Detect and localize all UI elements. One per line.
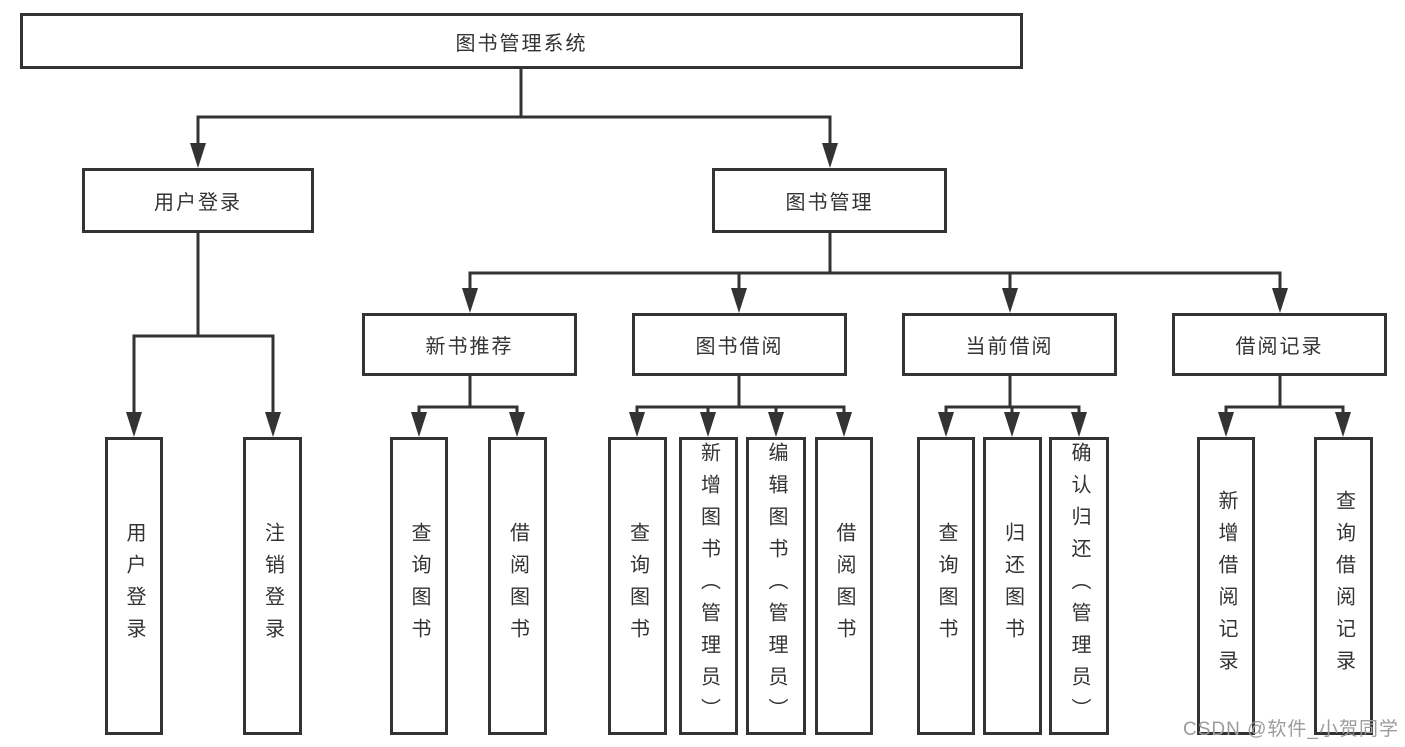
node-label: 图书管理系统 <box>455 32 588 55</box>
node-book-borrow: 图书借阅 <box>632 313 847 376</box>
leaf-label: 新增借阅记录 <box>1215 490 1237 682</box>
leaf-query-books-recommend: 查询图书 <box>390 437 448 735</box>
node-library-management-system: 图书管理系统 <box>20 13 1023 69</box>
leaf-label: 查询图书 <box>408 522 430 650</box>
leaf-add-books-admin: 新增图书（管理员） <box>679 437 738 735</box>
leaf-label: 用户登录 <box>123 522 145 650</box>
node-label: 借阅记录 <box>1235 336 1324 358</box>
leaf-label: 查询图书 <box>626 522 649 650</box>
node-borrow-records: 借阅记录 <box>1172 313 1387 376</box>
leaf-return-books: 归还图书 <box>983 437 1042 735</box>
leaf-label: 注销登录 <box>261 522 284 650</box>
node-book-management: 图书管理 <box>712 168 947 233</box>
node-user-login: 用户登录 <box>82 168 314 233</box>
leaf-query-books-borrow: 查询图书 <box>608 437 667 735</box>
leaf-query-borrow-record: 查询借阅记录 <box>1314 437 1373 735</box>
leaf-borrow-books-recommend: 借阅图书 <box>488 437 547 735</box>
leaf-borrow-books: 借阅图书 <box>815 437 873 735</box>
leaf-edit-books-admin: 编辑图书（管理员） <box>746 437 806 735</box>
node-new-book-recommend: 新书推荐 <box>362 313 577 376</box>
csdn-watermark: CSDN @软件_小贺同学 <box>1183 719 1399 740</box>
leaf-add-borrow-record: 新增借阅记录 <box>1197 437 1255 735</box>
leaf-confirm-return-admin: 确认归还（管理员） <box>1049 437 1109 735</box>
leaf-label: 借阅图书 <box>506 522 529 650</box>
node-current-borrow: 当前借阅 <box>902 313 1117 376</box>
node-label: 图书借阅 <box>695 336 784 358</box>
leaf-label: 确认归还（管理员） <box>1068 442 1090 730</box>
leaf-label: 借阅图书 <box>833 522 855 650</box>
leaf-label: 查询借阅记录 <box>1332 490 1355 682</box>
leaf-label: 编辑图书（管理员） <box>765 442 787 730</box>
leaf-user-login: 用户登录 <box>105 437 163 735</box>
node-label: 当前借阅 <box>965 336 1054 358</box>
leaf-label: 归还图书 <box>1001 522 1024 650</box>
leaf-query-books-current: 查询图书 <box>917 437 975 735</box>
leaf-label: 新增图书（管理员） <box>697 442 720 730</box>
leaf-logout: 注销登录 <box>243 437 302 735</box>
leaf-label: 查询图书 <box>935 522 957 650</box>
node-label: 图书管理 <box>785 192 874 214</box>
node-label: 用户登录 <box>154 192 242 214</box>
node-label: 新书推荐 <box>425 336 514 358</box>
